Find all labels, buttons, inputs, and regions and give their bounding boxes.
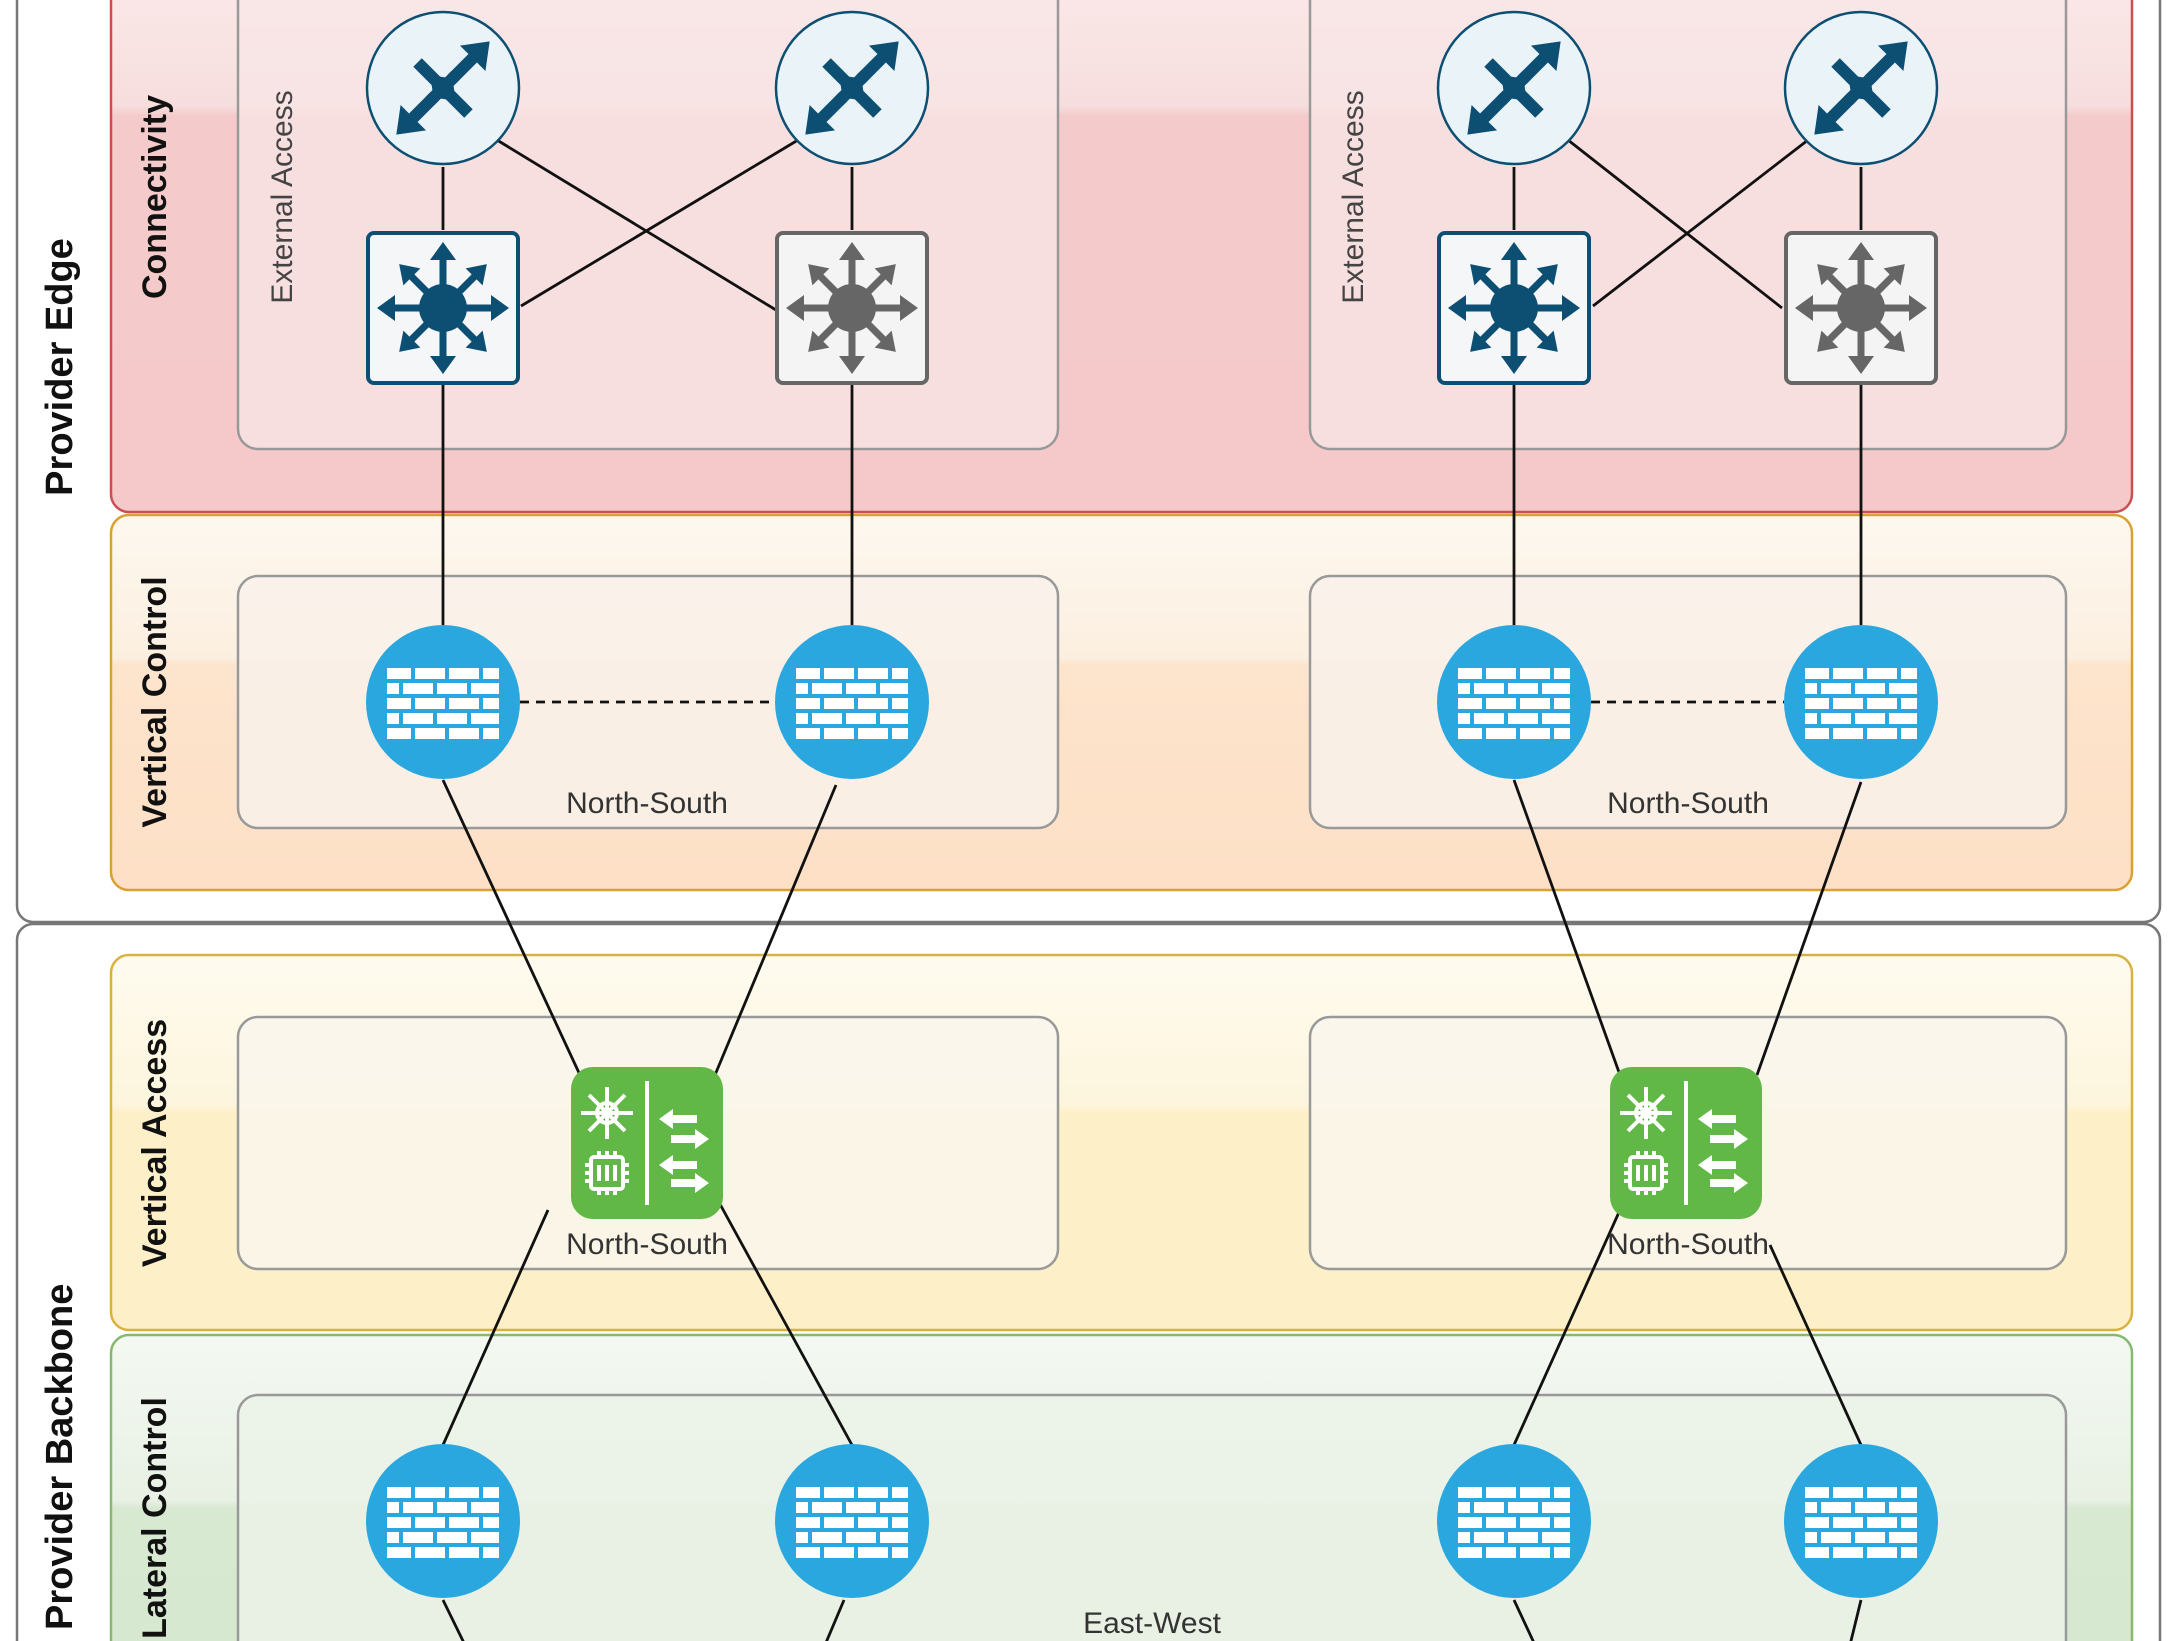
firewall-icon[interactable] bbox=[775, 625, 929, 779]
north-south-label: North-South bbox=[566, 1228, 728, 1261]
firewall-icon[interactable] bbox=[366, 625, 520, 779]
router-icon[interactable] bbox=[365, 10, 521, 166]
load-balancer-icon[interactable] bbox=[569, 1065, 725, 1221]
external-access-label: External Access bbox=[1337, 90, 1370, 303]
firewall-icon[interactable] bbox=[1784, 1444, 1938, 1598]
east-west-label: East-West bbox=[1083, 1607, 1221, 1640]
external-access-zone-right bbox=[1308, 0, 2068, 451]
connectivity-band-label: Connectivity bbox=[136, 95, 174, 299]
provider-backbone-label: Provider Backbone bbox=[39, 1284, 81, 1630]
external-access-zone-left bbox=[236, 0, 1060, 451]
north-south-label: North-South bbox=[566, 787, 728, 820]
firewall-icon[interactable] bbox=[775, 1444, 929, 1598]
lateral-control-band-label: Lateral Control bbox=[136, 1397, 174, 1639]
layer3-switch-icon[interactable] bbox=[777, 233, 927, 383]
load-balancer-icon[interactable] bbox=[1608, 1065, 1764, 1221]
layer3-switch-icon[interactable] bbox=[1786, 233, 1936, 383]
firewall-icon[interactable] bbox=[1784, 625, 1938, 779]
router-icon[interactable] bbox=[1436, 10, 1592, 166]
north-south-label: North-South bbox=[1607, 1228, 1769, 1261]
firewall-icon[interactable] bbox=[366, 1444, 520, 1598]
vertical-access-band-label: Vertical Access bbox=[136, 1019, 174, 1267]
provider-edge-label: Provider Edge bbox=[39, 238, 81, 496]
vertical-control-band-label: Vertical Control bbox=[136, 576, 174, 827]
external-access-label: External Access bbox=[266, 90, 299, 303]
connection-lines bbox=[441, 138, 1863, 1641]
north-south-label: North-South bbox=[1607, 787, 1769, 820]
router-icon[interactable] bbox=[1783, 10, 1939, 166]
firewall-icon[interactable] bbox=[1437, 625, 1591, 779]
firewall-icon[interactable] bbox=[1437, 1444, 1591, 1598]
layer3-switch-icon[interactable] bbox=[368, 233, 518, 383]
router-icon[interactable] bbox=[774, 10, 930, 166]
east-west-zone bbox=[236, 1393, 2068, 1641]
layer3-switch-icon[interactable] bbox=[1439, 233, 1589, 383]
